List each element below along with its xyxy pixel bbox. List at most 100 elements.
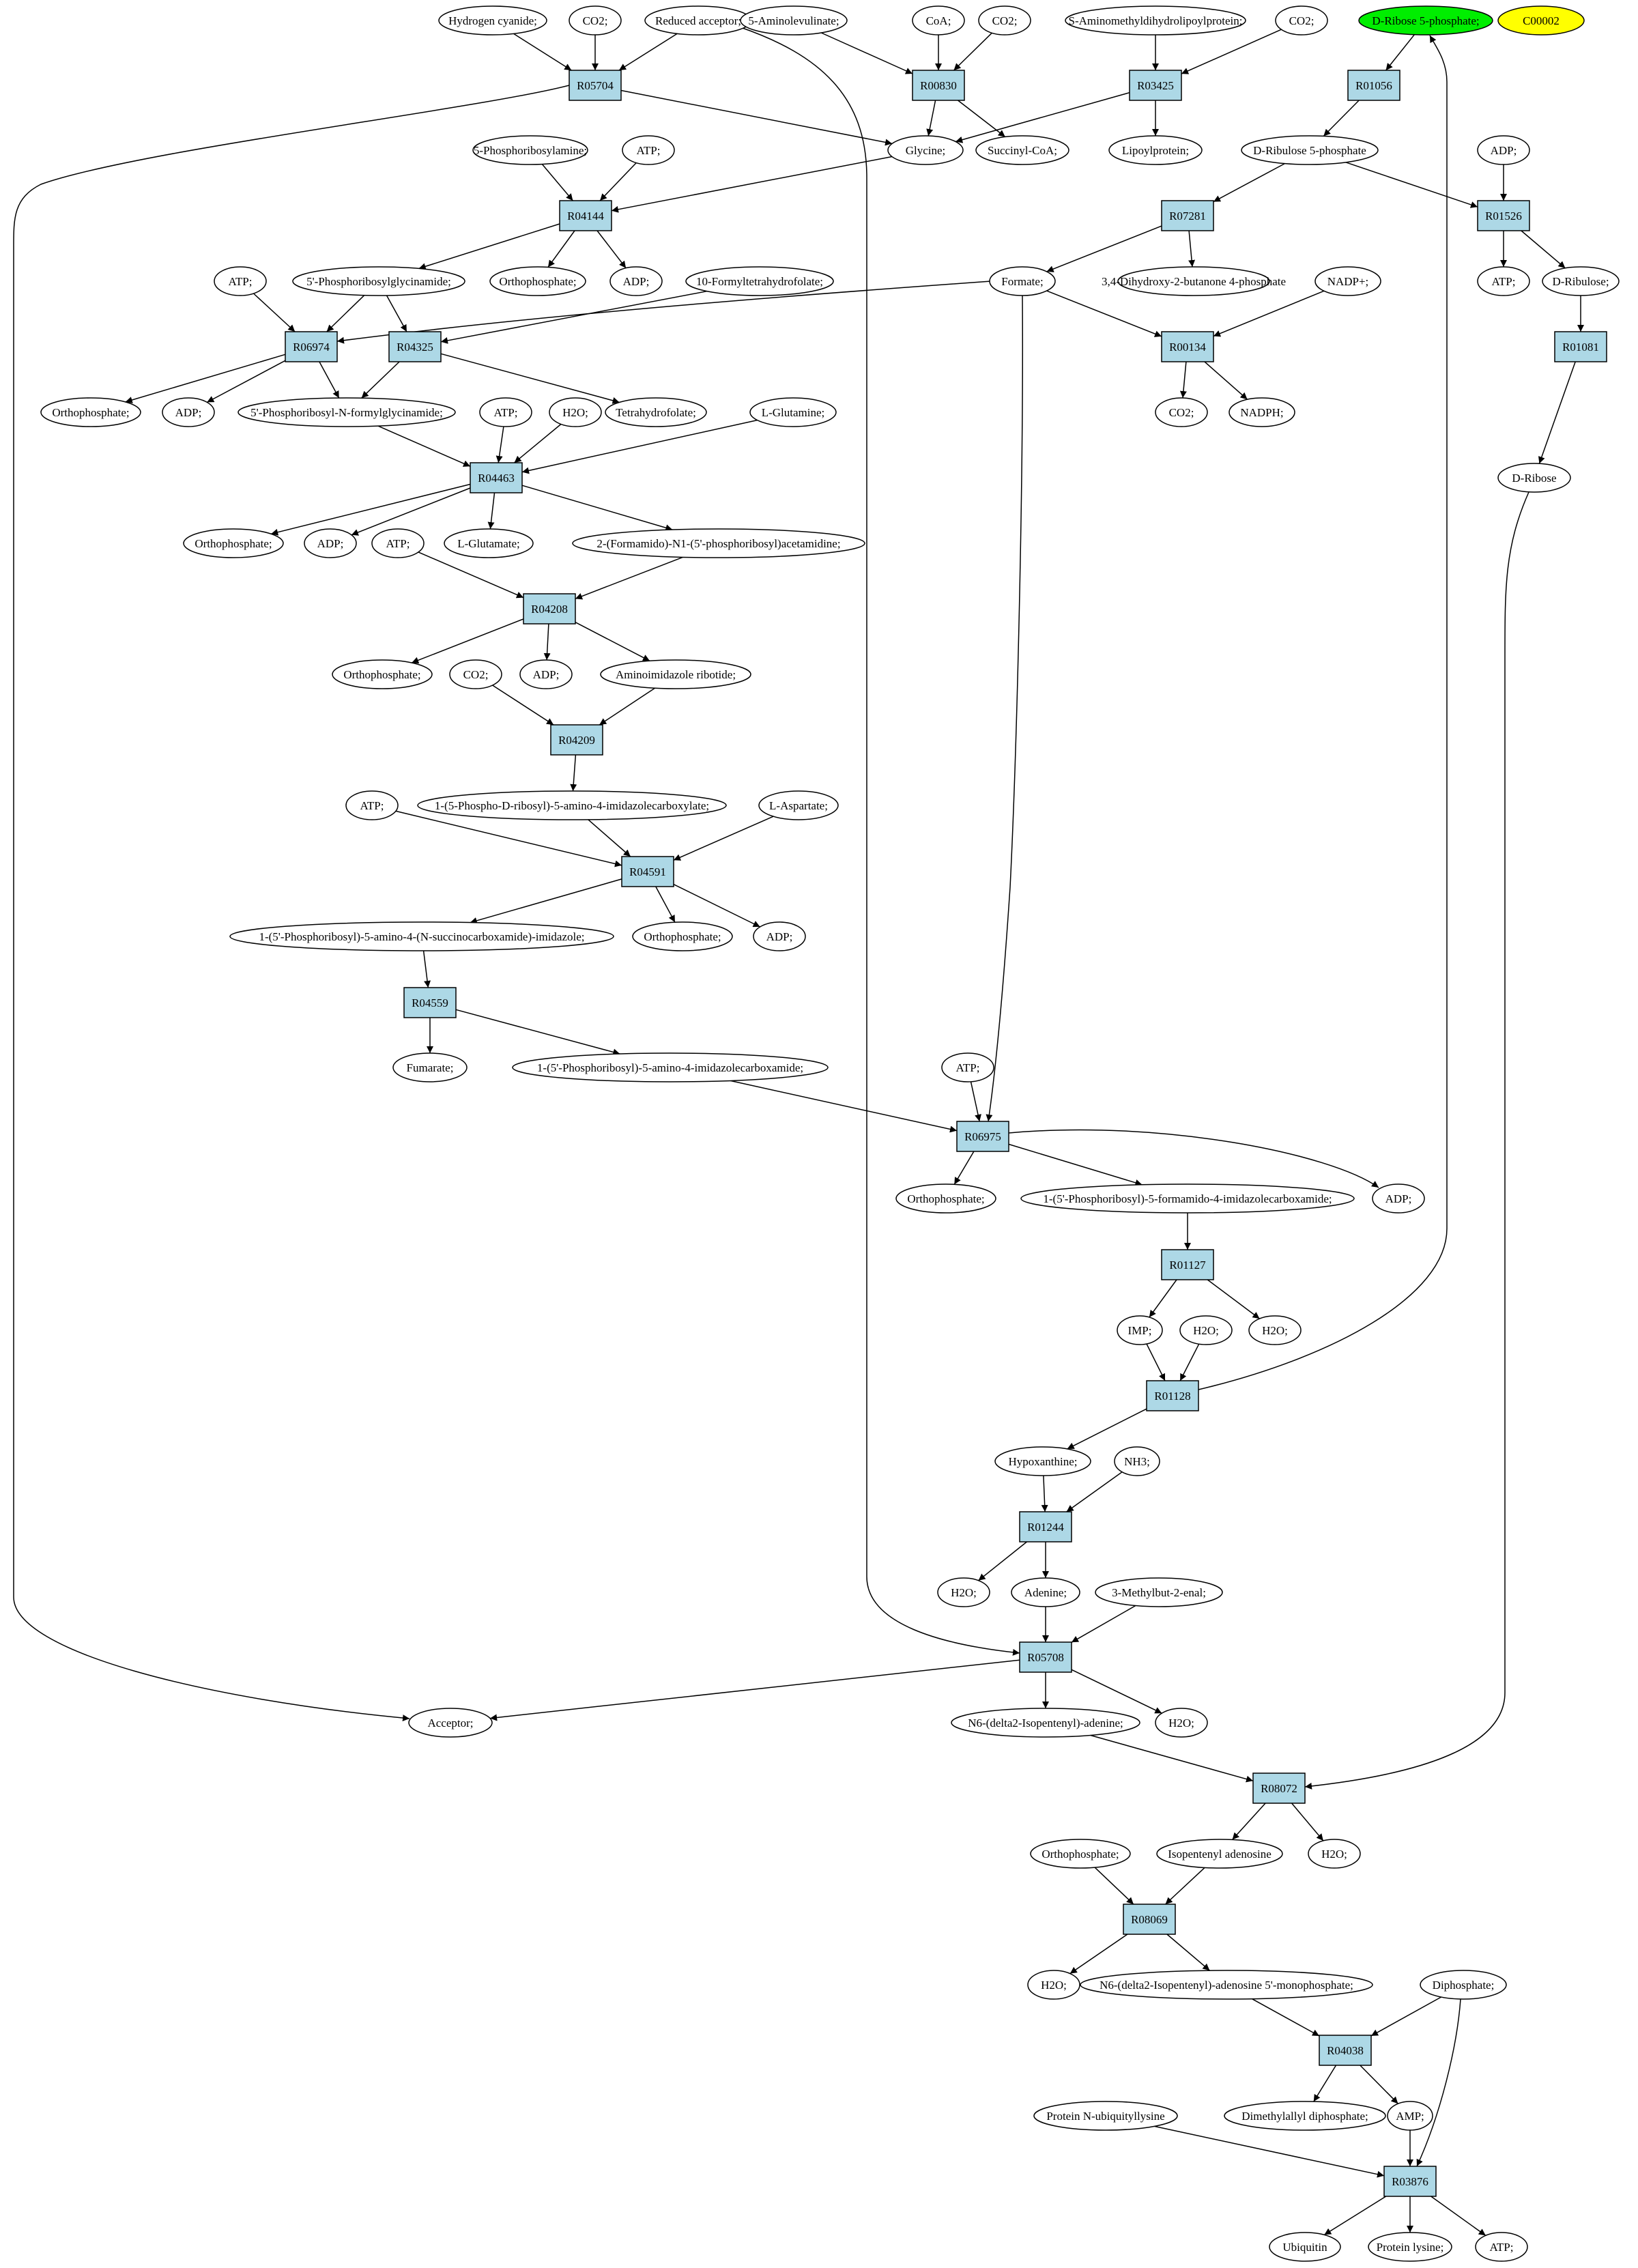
- compound-gar[interactable]: 5'-Phosphoribosylglycinamide;: [292, 266, 465, 296]
- compound-co2-c[interactable]: CO2;: [1275, 5, 1328, 35]
- reaction-r08072[interactable]: R08072: [1252, 1772, 1306, 1804]
- reaction-r07281[interactable]: R07281: [1161, 200, 1214, 231]
- reaction-r01128[interactable]: R01128: [1146, 1380, 1199, 1411]
- compound-n6ade[interactable]: N6-(delta2-Isopentenyl)-adenine;: [951, 1708, 1140, 1738]
- compound-h2o-c[interactable]: H2O;: [1248, 1315, 1302, 1345]
- compound-nh3[interactable]: NH3;: [1114, 1446, 1160, 1476]
- compound-prpa[interactable]: 5-Phosphoribosylamine;: [472, 135, 588, 165]
- compound-h2o-e[interactable]: H2O;: [1155, 1708, 1208, 1738]
- compound-dribulose[interactable]: D-Ribulose;: [1542, 266, 1620, 296]
- compound-dhbp[interactable]: 3,4-Dihydroxy-2-butanone 4-phosphate: [1102, 266, 1286, 296]
- reaction-r04209[interactable]: R04209: [550, 724, 603, 756]
- compound-ru5p[interactable]: D-Ribulose 5-phosphate: [1241, 135, 1379, 165]
- compound-atp-d[interactable]: ATP;: [479, 397, 532, 427]
- reaction-r04325[interactable]: R04325: [388, 331, 442, 362]
- compound-c00002[interactable]: C00002: [1497, 5, 1585, 35]
- compound-imp[interactable]: IMP;: [1117, 1315, 1163, 1345]
- reaction-r01526[interactable]: R01526: [1477, 200, 1530, 231]
- compound-atp-h[interactable]: ATP;: [1475, 2232, 1528, 2262]
- compound-air[interactable]: Aminoimidazole ribotide;: [600, 659, 751, 689]
- compound-adp-d[interactable]: ADP;: [304, 528, 357, 558]
- compound-fum[interactable]: Fumarate;: [392, 1052, 468, 1082]
- reaction-r08069[interactable]: R08069: [1123, 1904, 1176, 1935]
- compound-h2o-d[interactable]: H2O;: [937, 1577, 990, 1607]
- compound-samlp[interactable]: S-Aminomethyldihydrolipoylprotein;: [1065, 5, 1246, 35]
- compound-formate[interactable]: Formate;: [989, 266, 1056, 296]
- compound-orth-b[interactable]: Orthophosphate;: [40, 397, 141, 427]
- compound-co2-a[interactable]: CO2;: [569, 5, 622, 35]
- reaction-r05704[interactable]: R05704: [569, 70, 622, 101]
- compound-orth-e[interactable]: Orthophosphate;: [632, 921, 733, 951]
- compound-adenine[interactable]: Adenine;: [1011, 1577, 1080, 1607]
- compound-acceptor[interactable]: Acceptor;: [408, 1708, 493, 1738]
- compound-orth-g[interactable]: Orthophosphate;: [1030, 1839, 1131, 1869]
- reaction-r04463[interactable]: R04463: [470, 462, 523, 493]
- compound-ipa[interactable]: Isopentenyl adenosine: [1156, 1839, 1283, 1869]
- reaction-r01127[interactable]: R01127: [1161, 1249, 1214, 1280]
- compound-ppi[interactable]: Diphosphate;: [1420, 1970, 1507, 2000]
- compound-faicar[interactable]: 1-(5'-Phosphoribosyl)-5-formamido-4-imid…: [1020, 1183, 1355, 1214]
- compound-red-acc[interactable]: Reduced acceptor;: [644, 5, 752, 35]
- compound-orth-a[interactable]: Orthophosphate;: [489, 266, 586, 296]
- compound-atp-a[interactable]: ATP;: [622, 135, 675, 165]
- compound-n6amp[interactable]: N6-(delta2-Isopentenyl)-adenosine 5'-mon…: [1080, 1970, 1373, 2000]
- compound-lipoyl[interactable]: Lipoylprotein;: [1108, 135, 1203, 165]
- compound-cair[interactable]: 1-(5-Phospho-D-ribosyl)-5-amino-4-imidaz…: [417, 790, 727, 820]
- compound-mbe[interactable]: 3-Methylbut-2-enal;: [1095, 1577, 1223, 1607]
- compound-co2-d[interactable]: CO2;: [1155, 397, 1208, 427]
- compound-aicar[interactable]: 1-(5'-Phosphoribosyl)-5-amino-4-imidazol…: [512, 1052, 829, 1082]
- reaction-r01081[interactable]: R01081: [1554, 331, 1607, 362]
- reaction-r03876[interactable]: R03876: [1383, 2166, 1437, 2197]
- compound-ubiquitin[interactable]: Ubiquitin: [1269, 2232, 1341, 2262]
- compound-adp-e[interactable]: ADP;: [519, 659, 573, 689]
- compound-dribose[interactable]: D-Ribose: [1497, 463, 1571, 493]
- compound-thf[interactable]: Tetrahydrofolate;: [605, 397, 707, 427]
- compound-adp-g[interactable]: ADP;: [1372, 1183, 1425, 1214]
- compound-coa[interactable]: CoA;: [912, 5, 965, 35]
- reaction-r05708[interactable]: R05708: [1019, 1641, 1072, 1673]
- compound-succoa[interactable]: Succinyl-CoA;: [975, 135, 1069, 165]
- compound-glycine[interactable]: Glycine;: [887, 135, 964, 165]
- compound-h2o-f[interactable]: H2O;: [1308, 1839, 1361, 1869]
- compound-asp[interactable]: L-Aspartate;: [758, 790, 839, 820]
- compound-ala[interactable]: 5-Aminolevulinate;: [740, 5, 848, 35]
- reaction-r04208[interactable]: R04208: [523, 593, 576, 625]
- reaction-r00830[interactable]: R00830: [912, 70, 965, 101]
- compound-amp[interactable]: AMP;: [1387, 2101, 1433, 2131]
- compound-adp-a[interactable]: ADP;: [1477, 135, 1530, 165]
- reaction-r03425[interactable]: R03425: [1129, 70, 1182, 101]
- compound-dr5p[interactable]: D-Ribose 5-phosphate;: [1358, 5, 1493, 35]
- compound-hypox[interactable]: Hypoxanthine;: [994, 1446, 1091, 1476]
- reaction-r01056[interactable]: R01056: [1347, 70, 1400, 101]
- reaction-r04144[interactable]: R04144: [559, 200, 612, 231]
- compound-atp-g[interactable]: ATP;: [941, 1052, 994, 1082]
- compound-adp-c[interactable]: ADP;: [162, 397, 215, 427]
- reaction-r00134[interactable]: R00134: [1161, 331, 1214, 362]
- compound-co2-b[interactable]: CO2;: [978, 5, 1031, 35]
- compound-atp-e[interactable]: ATP;: [371, 528, 425, 558]
- compound-adp-f[interactable]: ADP;: [753, 921, 806, 951]
- compound-gln[interactable]: L-Glutamine;: [749, 397, 837, 427]
- reaction-r01244[interactable]: R01244: [1019, 1511, 1072, 1542]
- reaction-r06974[interactable]: R06974: [285, 331, 338, 362]
- compound-orth-d[interactable]: Orthophosphate;: [332, 659, 433, 689]
- reaction-r04038[interactable]: R04038: [1319, 2035, 1372, 2066]
- compound-orth-f[interactable]: Orthophosphate;: [895, 1183, 996, 1214]
- compound-co2-e[interactable]: CO2;: [449, 659, 502, 689]
- compound-fgam[interactable]: 2-(Formamido)-N1-(5'-phosphoribosyl)acet…: [572, 528, 865, 558]
- compound-h2o-a[interactable]: H2O;: [549, 397, 602, 427]
- compound-fthf[interactable]: 10-Formyltetrahydrofolate;: [685, 266, 834, 296]
- compound-glu[interactable]: L-Glutamate;: [444, 528, 534, 558]
- compound-h2o-g[interactable]: H2O;: [1027, 1970, 1080, 2000]
- reaction-r04559[interactable]: R04559: [403, 987, 457, 1018]
- reaction-r06975[interactable]: R06975: [956, 1121, 1009, 1152]
- compound-saicar[interactable]: 1-(5'-Phosphoribosyl)-5-amino-4-(N-succi…: [229, 921, 614, 951]
- compound-nadph[interactable]: NADPH;: [1228, 397, 1295, 427]
- compound-pnub[interactable]: Protein N-ubiquityllysine: [1033, 2101, 1178, 2131]
- reaction-r04591[interactable]: R04591: [621, 856, 674, 887]
- compound-atp-f[interactable]: ATP;: [345, 790, 399, 820]
- compound-atp-c[interactable]: ATP;: [1477, 266, 1530, 296]
- compound-h2o-b[interactable]: H2O;: [1179, 1315, 1233, 1345]
- compound-orth-c[interactable]: Orthophosphate;: [183, 528, 284, 558]
- compound-nadp[interactable]: NADP+;: [1314, 266, 1381, 296]
